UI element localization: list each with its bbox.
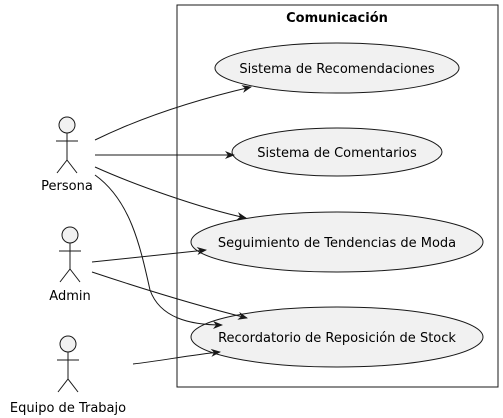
usecase-recomendaciones: Sistema de Recomendaciones bbox=[214, 42, 460, 94]
usecase-label: Seguimiento de Tendencias de Moda bbox=[218, 236, 456, 251]
association-equipo-stock bbox=[132, 348, 221, 365]
actor-label-admin: Admin bbox=[49, 289, 90, 304]
usecase-label: Sistema de Comentarios bbox=[257, 146, 417, 161]
usecase-stock: Recordatorio de Reposición de Stock bbox=[190, 306, 484, 368]
actor-persona bbox=[56, 116, 78, 174]
association-persona-stock bbox=[94, 174, 223, 329]
usecase-label: Recordatorio de Reposición de Stock bbox=[218, 331, 456, 346]
association-admin-tendencias bbox=[91, 247, 207, 263]
actor-equipo bbox=[57, 335, 79, 393]
association-persona-tendencias bbox=[94, 166, 247, 220]
actor-label-persona: Persona bbox=[41, 179, 93, 194]
actor-label-equipo: Equipo de Trabajo bbox=[10, 401, 126, 416]
association-persona-recomendaciones bbox=[94, 85, 252, 141]
package-title: Comunicación bbox=[286, 11, 388, 26]
actor-admin bbox=[59, 226, 81, 283]
usecase-comentarios: Sistema de Comentarios bbox=[231, 127, 443, 177]
usecase-tendencias: Seguimiento de Tendencias de Moda bbox=[190, 211, 484, 273]
association-admin-stock bbox=[91, 271, 248, 320]
usecase-label: Sistema de Recomendaciones bbox=[239, 62, 434, 77]
